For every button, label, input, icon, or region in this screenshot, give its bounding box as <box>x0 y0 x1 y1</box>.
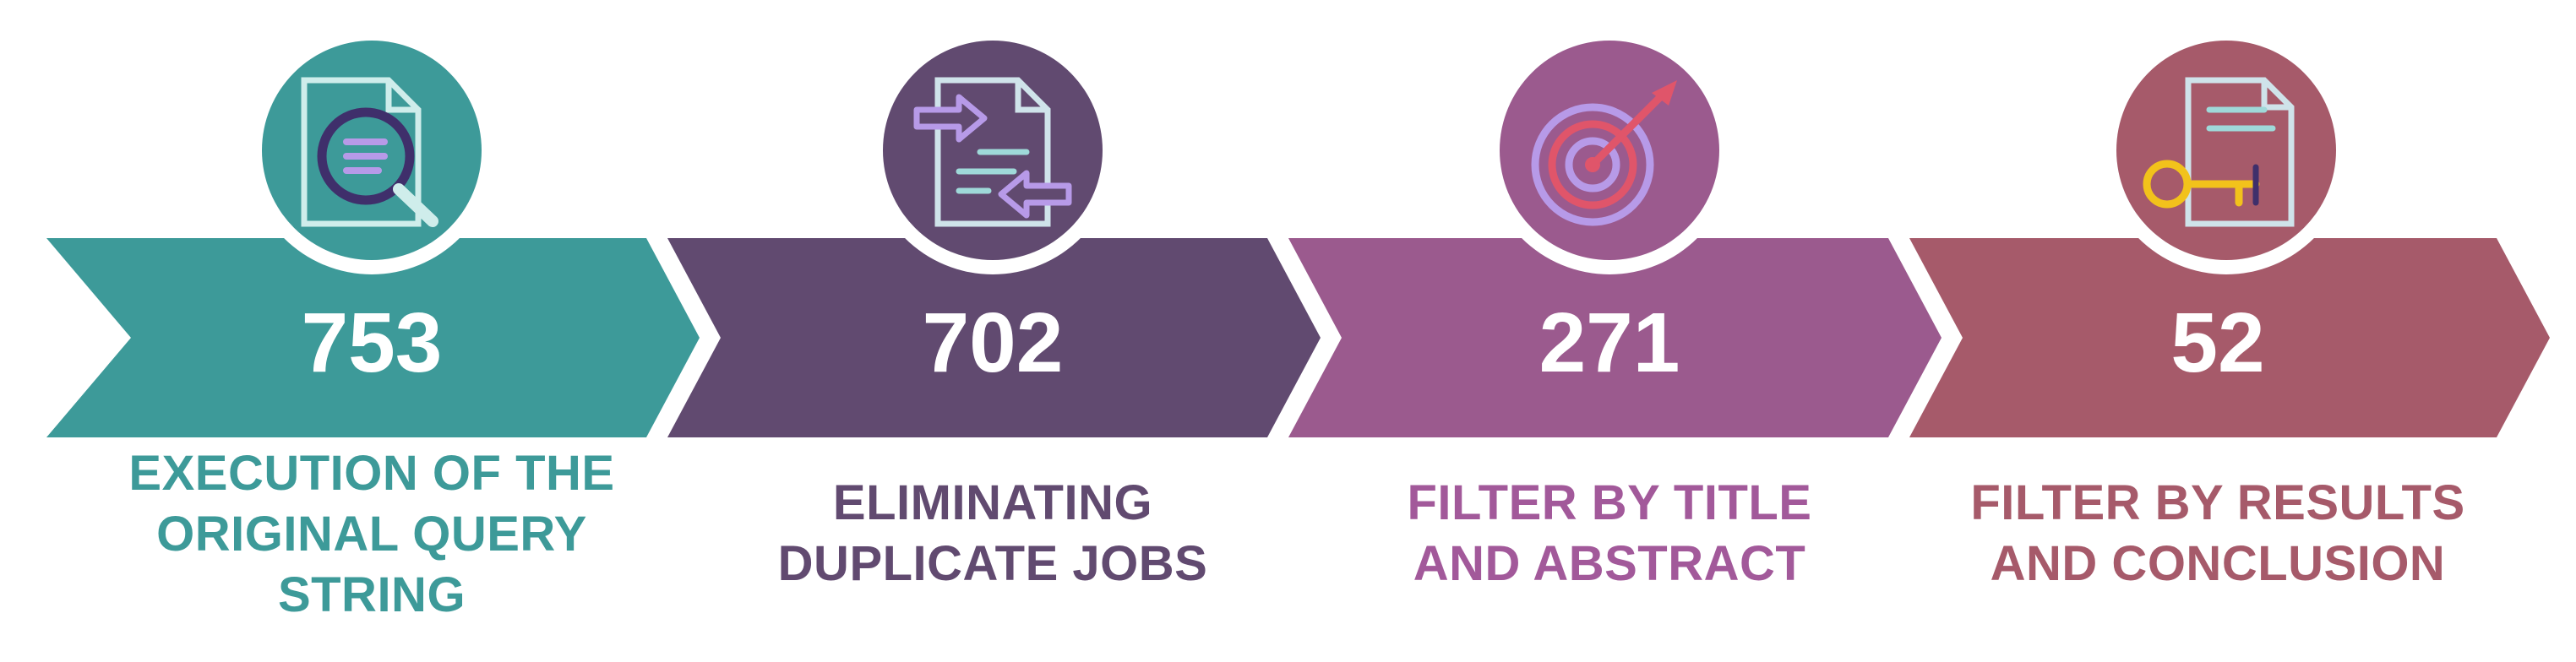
document-search-icon <box>301 77 438 227</box>
target-arrow-icon <box>1531 80 1677 226</box>
step-2-count: 702 <box>923 296 1064 390</box>
step-2-label-line: DUPLICATE JOBS <box>777 536 1208 591</box>
step-1-chevron <box>46 238 700 437</box>
document-duplicate-arrows-icon <box>913 77 1072 227</box>
step-1-label-line: EXECUTION OF THE <box>128 446 615 501</box>
step-2-chevron <box>667 238 1321 437</box>
step-4-label-line: FILTER BY RESULTS <box>1970 475 2465 530</box>
step-4-label-line: AND CONCLUSION <box>1990 536 2446 591</box>
step-3-chevron <box>1288 238 1942 437</box>
step-3-label-line: AND ABSTRACT <box>1413 536 1806 591</box>
step-4-label: FILTER BY RESULTS AND CONCLUSION <box>1897 473 2539 594</box>
step-3-label-line: FILTER BY TITLE <box>1407 475 1812 530</box>
step-4-chevron <box>1909 238 2550 437</box>
step-3-count: 271 <box>1539 296 1680 390</box>
step-3-label: FILTER BY TITLE AND ABSTRACT <box>1293 473 1926 594</box>
document-key-icon <box>2143 77 2295 227</box>
step-2-label: ELIMINATING DUPLICATE JOBS <box>676 473 1310 594</box>
step-2-label-line: ELIMINATING <box>832 475 1153 530</box>
step-1-label-line: STRING <box>277 567 466 622</box>
step-4-count: 52 <box>2170 296 2264 390</box>
step-1-label-line: ORIGINAL QUERY <box>156 507 587 562</box>
step-1-count: 753 <box>302 296 443 390</box>
step-1-label: EXECUTION OF THE ORIGINAL QUERY STRING <box>51 443 693 626</box>
